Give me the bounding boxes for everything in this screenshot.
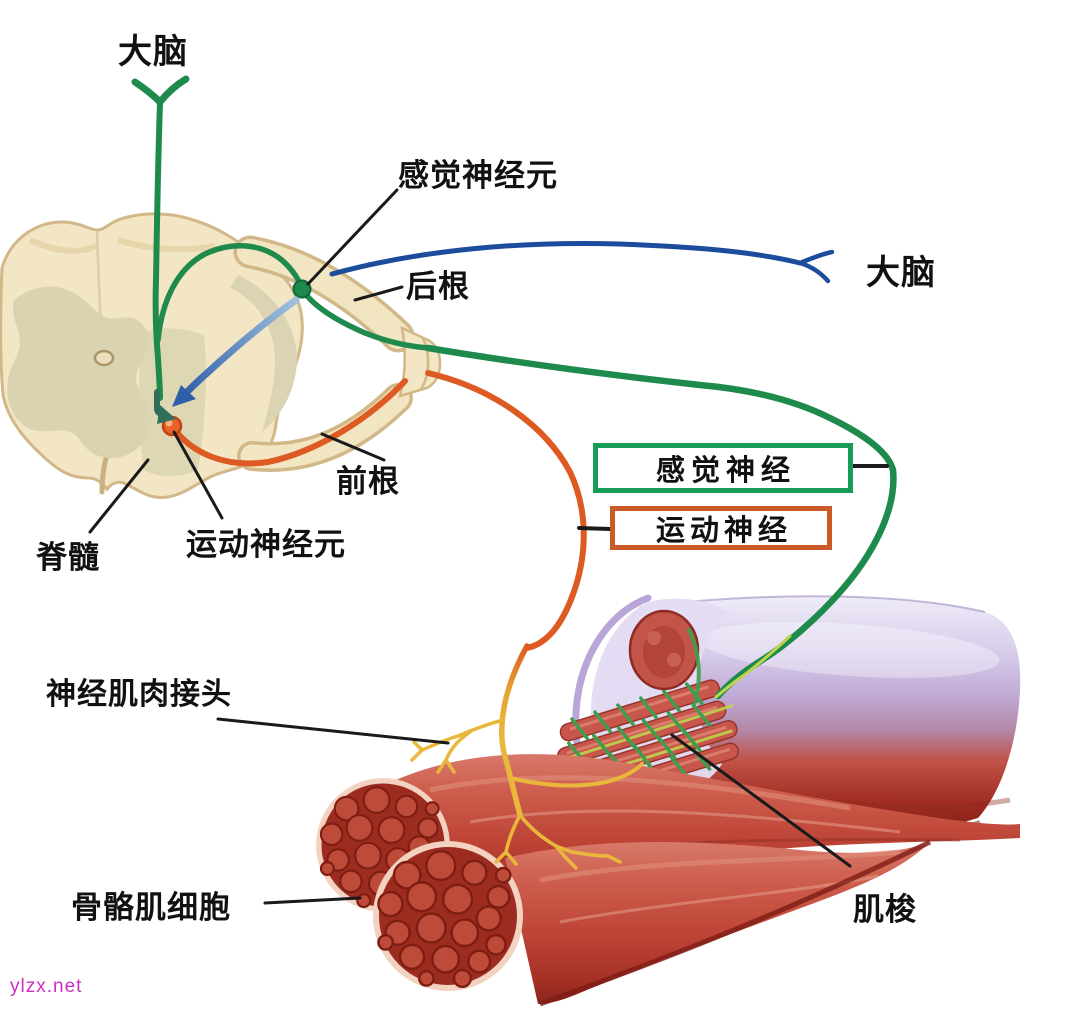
leader-nmj xyxy=(216,717,450,745)
brain-connections xyxy=(131,75,835,424)
leader-sensory-neuron xyxy=(306,188,399,286)
descending-arrow-blue xyxy=(184,296,300,395)
sensory-nerve-box: 感觉神经 xyxy=(593,443,853,493)
label-dorsal-root: 后根 xyxy=(406,269,470,304)
label-skeletal-muscle-cell: 骨骼肌细胞 xyxy=(71,890,231,925)
label-sensory-neuron: 感觉神经元 xyxy=(398,158,558,193)
leader-skeletal-muscle xyxy=(263,896,362,905)
leader-ventral-root xyxy=(320,432,386,462)
label-motor-neuron: 运动神经元 xyxy=(186,527,346,562)
sensory-neuron-soma xyxy=(292,279,312,299)
label-brain-right: 大脑 xyxy=(866,254,936,292)
gray-matter-right-column xyxy=(139,328,206,476)
gray-matter-left-wing xyxy=(7,286,152,459)
label-muscle-spindle: 肌梭 xyxy=(853,892,917,927)
spinal-nerve-stub xyxy=(398,325,442,398)
motor-axon-trunk xyxy=(499,643,530,818)
skeletal-muscle-fiber-2 xyxy=(376,839,932,1007)
yellow-green-core xyxy=(714,634,792,699)
leader-dorsal-root xyxy=(353,285,404,302)
motor-nerve-path xyxy=(161,370,644,870)
ascending-tract-blue xyxy=(329,240,803,277)
watermark: ylzx.net xyxy=(10,976,83,997)
leader-muscle-spindle xyxy=(670,733,852,868)
label-ventral-root: 前根 xyxy=(336,464,400,499)
label-brain-top: 大脑 xyxy=(118,33,188,71)
sensory-nerve-path xyxy=(155,243,897,700)
leader-spinal-cord xyxy=(88,458,150,534)
leader-lines xyxy=(88,188,889,905)
leader-motor-neuron xyxy=(172,430,224,520)
descending-tract-green xyxy=(152,100,163,401)
muscle-cut-face-2 xyxy=(376,844,520,988)
label-spinal-cord: 脊髓 xyxy=(36,540,100,575)
connector-motor-box xyxy=(577,526,612,531)
ventral-root xyxy=(237,383,413,472)
motor-nerve-box: 运动神经 xyxy=(610,506,832,550)
dorsal-root xyxy=(233,235,415,353)
label-neuromuscular-junction: 神经肌肉接头 xyxy=(46,678,232,711)
central-canal xyxy=(93,349,115,367)
